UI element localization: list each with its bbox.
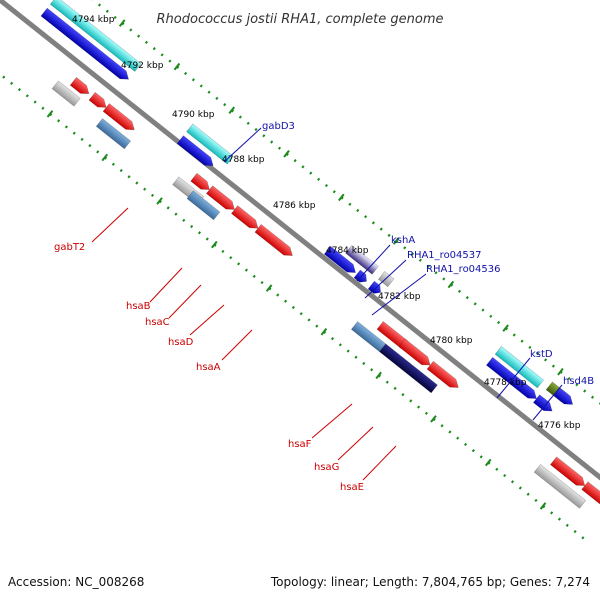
gray-gene-bottom[interactable]: [533, 463, 587, 509]
blue-gene-1[interactable]: [40, 7, 132, 83]
genome-summary-text: Topology: linear; Length: 7,804,765 bp; …: [270, 575, 590, 589]
major-tick: [430, 415, 437, 423]
major-tick: [118, 19, 126, 27]
ruler-ticks: [46, 19, 564, 510]
gene-hsaC[interactable]: [186, 190, 221, 221]
gene-label-hsaE[interactable]: hsaE: [340, 482, 364, 493]
tick-label-4790: 4790 kbp: [172, 110, 215, 120]
gene-label-ro04536[interactable]: RHA1_ro04536: [426, 264, 501, 275]
gene-label-hsaG[interactable]: hsaG: [314, 462, 339, 473]
major-tick: [156, 197, 163, 205]
blue-gene-kstD[interactable]: [485, 356, 539, 402]
gene-hsaD[interactable]: [230, 205, 261, 233]
cyan-gene-gabD3[interactable]: [186, 123, 234, 165]
tick-label-4776: 4776 kbp: [538, 421, 581, 431]
lower-ruler: [0, 31, 591, 545]
gray-gene-a[interactable]: [51, 80, 81, 107]
blue-gene-kshA[interactable]: [323, 245, 358, 276]
major-tick: [228, 106, 236, 114]
major-tick: [375, 371, 382, 380]
gene-label-hsaA[interactable]: hsaA: [196, 362, 221, 373]
major-tick: [173, 62, 181, 71]
major-tick: [502, 324, 509, 332]
blue-gene-hsd4B[interactable]: [553, 387, 576, 408]
major-tick: [46, 110, 54, 118]
leader-lines: [91, 127, 563, 481]
major-tick: [338, 193, 345, 202]
cyan-gene-1[interactable]: [49, 0, 142, 72]
accession-text: Accession: NC_008268: [8, 575, 144, 589]
red-gene-a[interactable]: [69, 76, 92, 97]
tick-label-4794: 4794 kbp: [72, 15, 115, 25]
major-tick: [539, 502, 547, 510]
tick-label-4778: 4778 kbp: [484, 378, 527, 388]
gene-labels: gabD3 kshA RHA1_ro04537 RHA1_ro04536 kst…: [54, 121, 594, 493]
tick-label-4788: 4788 kbp: [222, 155, 265, 165]
major-tick: [484, 458, 492, 467]
tick-label-4780: 4780 kbp: [430, 336, 473, 346]
gene-label-hsaF[interactable]: hsaF: [288, 439, 312, 450]
red-gene-h[interactable]: [426, 360, 461, 391]
major-tick: [557, 367, 564, 376]
map-body: [0, 0, 600, 545]
red-gene-bottom-b[interactable]: [581, 481, 600, 509]
gene-label-hsaB[interactable]: hsaB: [126, 301, 151, 312]
red-gene-g[interactable]: [398, 338, 433, 369]
major-tick: [283, 150, 290, 158]
major-tick: [320, 327, 328, 336]
gene-label-gabT2[interactable]: gabT2: [54, 242, 85, 253]
genome-backbone: [0, 0, 600, 500]
gene-ro04537[interactable]: [377, 271, 395, 288]
red-gene-e[interactable]: [205, 185, 237, 214]
gene-label-hsd4B[interactable]: hsd4B: [563, 376, 594, 387]
blue-gene-gabD3[interactable]: [176, 135, 216, 170]
red-gene-b[interactable]: [88, 91, 109, 111]
red-gene-d[interactable]: [190, 172, 213, 193]
kbp-labels: 4794 kbp 4792 kbp 4790 kbp 4788 kbp 4786…: [72, 15, 581, 431]
gene-features: [40, 0, 600, 509]
gene-label-kstD[interactable]: kstD: [530, 349, 553, 360]
map-title: Rhodococcus jostii RHA1, complete genome: [157, 12, 444, 27]
gene-gabT2[interactable]: [95, 118, 132, 150]
tick-label-4786: 4786 kbp: [273, 201, 316, 211]
gene-label-kshA[interactable]: kshA: [391, 235, 415, 246]
blue-gene-small[interactable]: [353, 269, 370, 285]
gene-hsaA[interactable]: [254, 223, 296, 259]
major-tick: [211, 240, 218, 249]
gene-hsaE[interactable]: [404, 363, 438, 394]
major-tick: [101, 153, 109, 162]
tick-label-4782: 4782 kbp: [378, 292, 421, 302]
gene-label-ro04537[interactable]: RHA1_ro04537: [407, 250, 482, 261]
red-gene-c[interactable]: [102, 103, 137, 134]
tick-label-4784: 4784 kbp: [326, 246, 369, 256]
gene-kstD[interactable]: [494, 345, 545, 389]
gene-label-gabD3[interactable]: gabD3: [262, 121, 295, 132]
major-tick: [447, 280, 455, 289]
gene-label-hsaD[interactable]: hsaD: [168, 337, 194, 348]
gene-label-hsaC[interactable]: hsaC: [145, 317, 170, 328]
red-gene-bottom-a[interactable]: [549, 456, 588, 490]
major-tick: [392, 237, 400, 245]
tick-label-4792: 4792 kbp: [121, 61, 164, 71]
major-tick: [265, 284, 273, 292]
